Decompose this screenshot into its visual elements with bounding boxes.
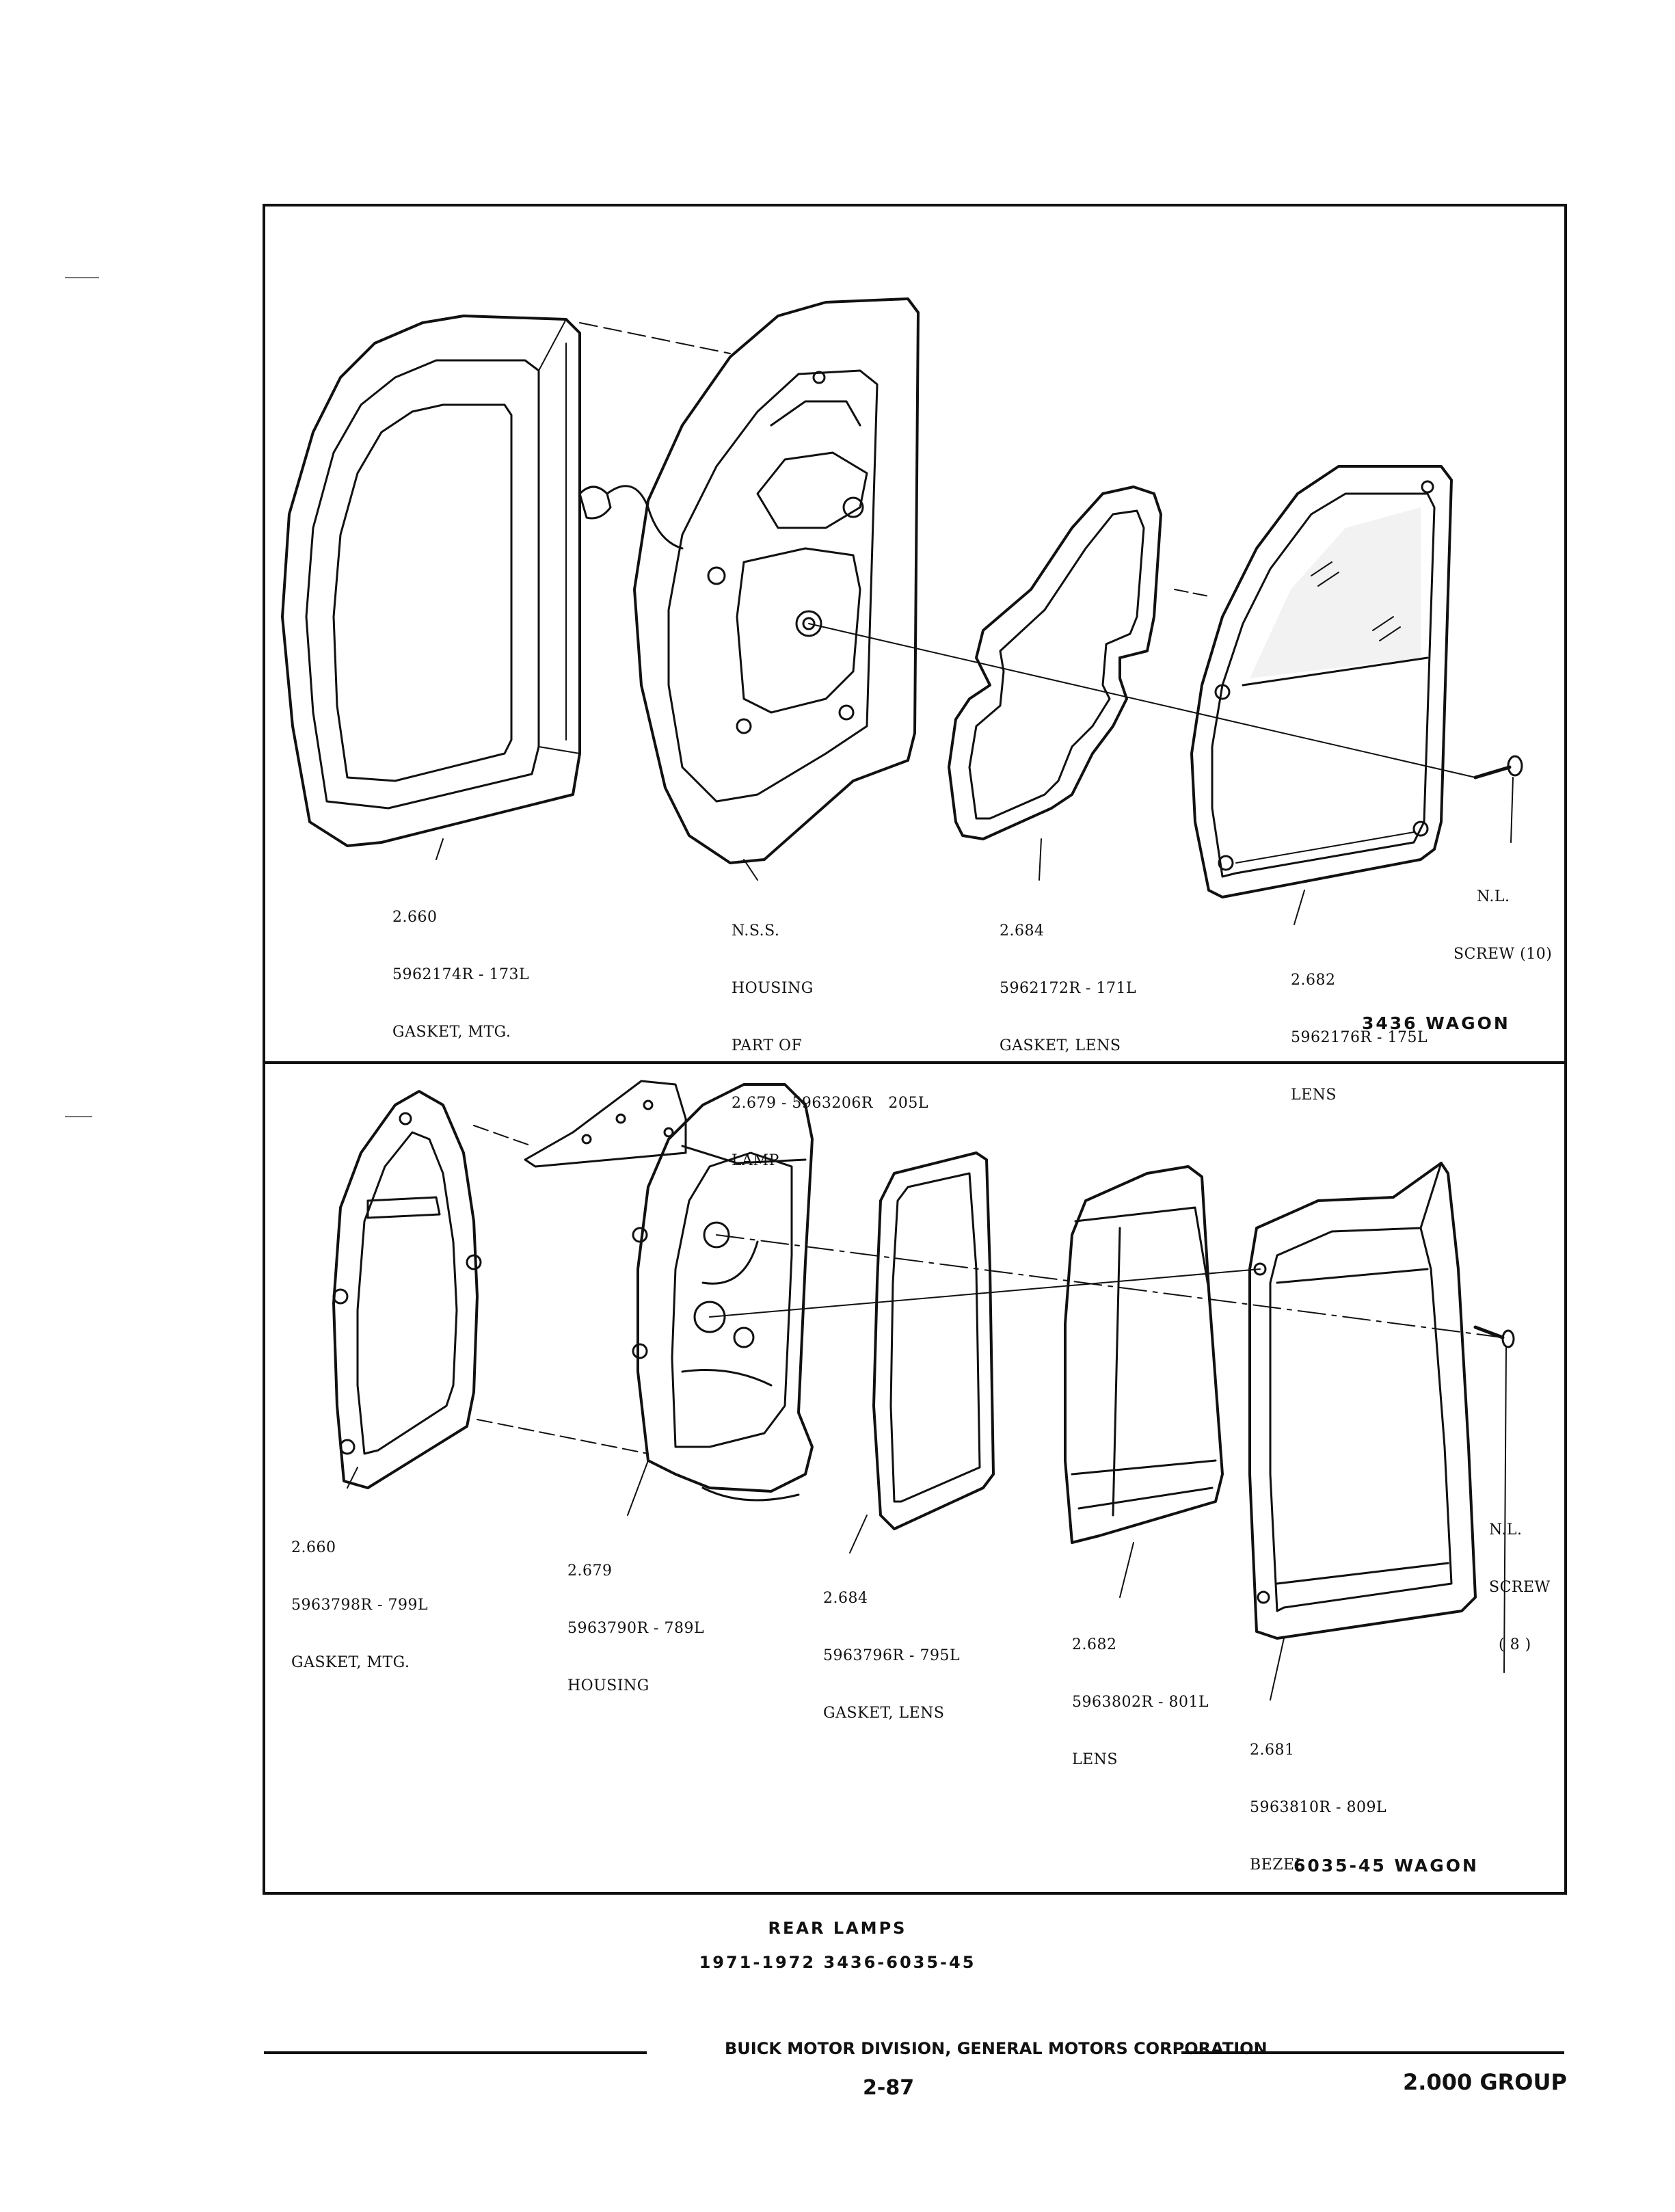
housing-drawing — [632, 1083, 814, 1502]
bezel-drawing — [1248, 1162, 1477, 1640]
lens-gasket-drawing — [948, 485, 1162, 840]
margin-mark — [65, 1116, 92, 1117]
callout-gasket-lens: 2.684 5963796R - 795L GASKET, LENS — [823, 1590, 961, 1722]
footer-division: BUICK MOTOR DIVISION, GENERAL MOTORS COR… — [725, 2039, 1268, 2058]
housing-drawing — [633, 297, 920, 864]
caption-title: REAR LAMPS — [768, 1919, 907, 1938]
lens-gasket-drawing — [872, 1151, 995, 1530]
footer-page-number: 2-87 — [863, 2076, 915, 2100]
callout-housing: 2.679 5963790R - 789L HOUSING — [567, 1562, 705, 1694]
figure-frame: 2.660 5962174R - 173L GASKET, MTG. N.S.S… — [263, 204, 1567, 1895]
callout-gasket-lens: 2.684 5962172R - 171L GASKET, LENS — [1000, 922, 1137, 1054]
screw-drawing — [1473, 1325, 1515, 1348]
footer-rule-right — [1181, 2051, 1564, 2054]
panel-title-3436-wagon: 3436 WAGON — [1362, 1013, 1510, 1033]
callout-lens: 2.682 5962176R - 175L LENS — [1291, 972, 1428, 1104]
screw-drawing — [1473, 755, 1523, 779]
callout-gasket-mtg: 2.660 5963798R - 799L GASKET, MTG. — [291, 1539, 429, 1671]
lens-drawing — [1064, 1165, 1224, 1544]
mounting-gasket-drawing — [281, 315, 612, 847]
bottom-exploded-view-drawing — [332, 1080, 1515, 1701]
margin-mark — [65, 277, 99, 278]
reflector-plate-drawing — [524, 1080, 687, 1168]
caption-subtitle: 1971-1972 3436-6035-45 — [699, 1953, 976, 1972]
lens-drawing — [1190, 465, 1453, 898]
callout-gasket-mtg: 2.660 5962174R - 173L GASKET, MTG. — [392, 909, 530, 1041]
panel-divider — [265, 1061, 1564, 1064]
footer-rule-left — [264, 2051, 647, 2054]
callout-screw: N.L. SCREW ( 8 ) — [1489, 1521, 1551, 1653]
top-exploded-view-drawing — [281, 297, 1523, 925]
callout-screw: N.L. SCREW (10) — [1453, 888, 1553, 963]
callout-lens: 2.682 5963802R - 801L LENS — [1072, 1636, 1209, 1768]
callout-bezel: 2.681 5963810R - 809L BEZEL — [1250, 1742, 1387, 1874]
mounting-gasket-drawing — [332, 1090, 482, 1489]
footer-group: 2.000 GROUP — [1403, 2069, 1567, 2095]
top-panel: 2.660 5962174R - 173L GASKET, MTG. N.S.S… — [265, 206, 1564, 1169]
bottom-panel: 2.660 5963798R - 799L GASKET, MTG. 2.679… — [265, 1064, 1564, 1895]
panel-title-6035-45-wagon: 6035-45 WAGON — [1294, 1856, 1479, 1876]
